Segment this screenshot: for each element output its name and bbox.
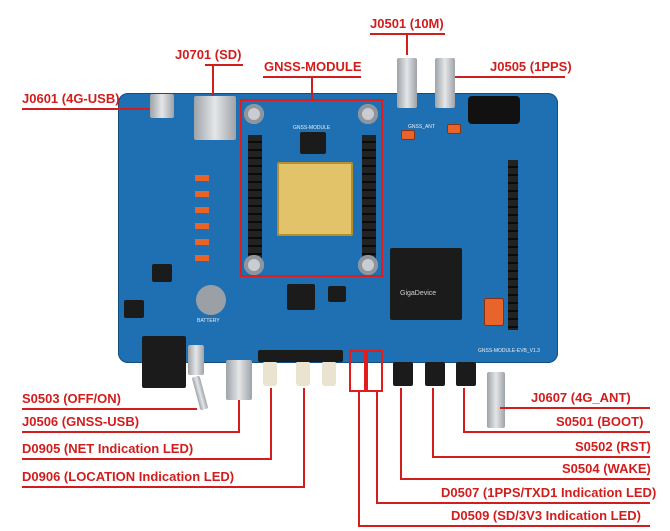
led-3 (322, 358, 336, 386)
label-j0607: J0607 (4G_ANT) (531, 390, 631, 405)
leader-j0701-h (205, 64, 243, 66)
sma-4g (487, 372, 505, 428)
label-j0701: J0701 (SD) (175, 47, 242, 62)
label-j0601: J0601 (4G-USB) (22, 91, 120, 106)
led-holder-row (258, 350, 343, 362)
leader-d0509-h (358, 525, 650, 527)
leader-j0607-h (500, 407, 650, 409)
leader-d0905-v (270, 388, 272, 460)
sma-10m (397, 58, 417, 108)
leader-j0701-v (212, 64, 214, 96)
jumper-red-3 (484, 298, 504, 326)
leader-s0501-v (463, 388, 465, 433)
mcu-brand-silk: GigaDevice (400, 290, 437, 297)
label-s0504: S0504 (WAKE) (562, 461, 651, 476)
toggle-lever (191, 375, 209, 411)
battery-silk: BATTERY (197, 318, 220, 324)
leader-s0501-h (463, 431, 650, 433)
jumper-red-2 (447, 124, 461, 134)
leader-gnss-v (311, 76, 313, 99)
leader-d0509-v (358, 392, 360, 527)
power-header (468, 96, 520, 124)
label-s0501: S0501 (BOOT) (556, 414, 644, 429)
leader-j0601 (22, 108, 150, 110)
label-d0509: D0509 (SD/3V3 Indication LED) (451, 508, 641, 523)
usb-c-connector-4g (150, 94, 174, 118)
button-boot (456, 362, 476, 386)
leader-d0507-h (376, 502, 650, 504)
leader-d0906-h (22, 486, 305, 488)
gnss-module-chip (277, 162, 353, 236)
mount-hole-4 (358, 255, 378, 275)
battery-holder (196, 285, 226, 315)
mount-hole-1 (244, 104, 264, 124)
leader-s0502-v (432, 388, 434, 458)
label-d0905: D0905 (NET Indication LED) (22, 441, 194, 456)
gnss-module-silk: GNSS-MODULE (293, 125, 331, 131)
label-s0503: S0503 (OFF/ON) (22, 391, 121, 406)
board-name-silk: GNSS-MODULE-EVB_V1.3 (478, 348, 540, 354)
leader-d0905-h (22, 458, 272, 460)
small-chip-mid2 (328, 286, 346, 302)
gnss-module-outline (240, 99, 383, 277)
leader-s0504-v (400, 388, 402, 480)
usb-c-connector-gnss (226, 360, 252, 400)
led-location (296, 358, 310, 386)
sd-card-slot (194, 96, 236, 140)
gnss-header-left (248, 135, 262, 265)
jumper-red-1 (401, 130, 415, 140)
label-d0507: D0507 (1PPS/TXD1 Indication LED) (441, 485, 657, 500)
label-j0501: J0501 (10M) (370, 16, 444, 31)
label-j0506: J0506 (GNSS-USB) (22, 414, 140, 429)
leader-d0507-v (376, 392, 378, 504)
gnss-chip-small (300, 132, 326, 154)
d0509-highlight-box (349, 350, 366, 392)
mount-hole-2 (358, 104, 378, 124)
leader-j0501-v (406, 33, 408, 55)
button-wake (393, 362, 413, 386)
label-s0502: S0502 (RST) (575, 439, 651, 454)
d0507-highlight-box (366, 350, 383, 392)
toggle-switch (188, 345, 204, 375)
button-rst (425, 362, 445, 386)
sma-1pps (435, 58, 455, 108)
inductor-2 (124, 300, 144, 318)
gnss-ant-silk: GNSS_ANT (408, 124, 435, 130)
leader-j0505-h (455, 76, 565, 78)
leader-s0503 (22, 408, 197, 410)
mount-hole-3 (244, 255, 264, 275)
mcu-chip (390, 248, 462, 320)
power-jack (142, 336, 186, 388)
inductor (152, 264, 172, 282)
leader-s0502-h (432, 456, 650, 458)
label-gnss-module: GNSS-MODULE (264, 59, 362, 74)
right-pin-header (508, 160, 518, 330)
leader-s0504-h (400, 478, 650, 480)
leader-j0506-h (22, 431, 240, 433)
small-chip-mid (287, 284, 315, 310)
led-net (263, 358, 277, 386)
label-d0906: D0906 (LOCATION Indication LED) (22, 469, 235, 484)
label-j0505: J0505 (1PPS) (490, 59, 572, 74)
leader-j0506-v (238, 400, 240, 433)
leader-d0906-v (303, 388, 305, 488)
gnss-header-right (362, 135, 376, 265)
led-array-left (195, 175, 209, 270)
